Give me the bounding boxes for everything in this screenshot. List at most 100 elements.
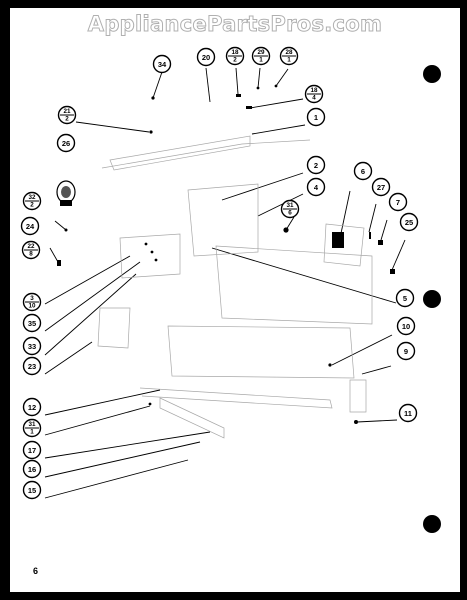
registration-dot [423, 290, 441, 308]
callout-label: 28 [285, 49, 293, 56]
callout-circle [306, 177, 326, 197]
callout-31-6: 316 [280, 199, 300, 219]
callout-1: 1 [306, 107, 326, 127]
leader-line [221, 172, 304, 201]
callout-5: 5 [395, 288, 415, 308]
callout-18-4: 184 [304, 84, 324, 104]
callout-18-2: 182 [225, 46, 245, 66]
leader-line [44, 459, 189, 499]
diagram-page: AppliancePartsPros.com [10, 8, 460, 592]
page-number: 6 [33, 566, 39, 576]
callout-label: 2 [30, 201, 34, 208]
callout-label: 6 [288, 209, 292, 216]
callout-circle [152, 54, 172, 74]
callout-circle [395, 288, 415, 308]
leader-line [339, 190, 351, 239]
center-panel [215, 245, 373, 325]
callout-27: 27 [371, 177, 391, 197]
callout-34: 34 [152, 54, 172, 74]
screw [149, 130, 153, 134]
callout-circle [388, 192, 408, 212]
callout-label: 18 [231, 49, 239, 56]
screw [64, 228, 68, 232]
callout-circle [22, 480, 42, 500]
callout-25: 25 [399, 212, 419, 232]
leader-line [211, 247, 397, 304]
callout-9: 9 [396, 341, 416, 361]
left-bracket [97, 307, 131, 349]
callout-circle [396, 341, 416, 361]
callout-15: 15 [22, 480, 42, 500]
callout-2: 2 [306, 155, 326, 175]
callout-26: 26 [56, 133, 76, 153]
leader-lines [44, 67, 406, 499]
callout-16: 16 [22, 459, 42, 479]
callout-label: 6 [361, 167, 365, 176]
screw [57, 260, 61, 266]
leader-line [380, 219, 388, 241]
callout-circle [22, 459, 42, 479]
callout-24: 24 [20, 216, 40, 236]
leader-line [257, 67, 261, 89]
leader-line [275, 68, 289, 87]
callout-circle [396, 316, 416, 336]
top-panel [109, 135, 251, 171]
screw [256, 86, 260, 90]
callout-35: 35 [22, 313, 42, 333]
callout-label: 4 [312, 94, 316, 101]
callout-23: 23 [22, 356, 42, 376]
callout-11: 11 [398, 403, 418, 423]
callout-circle [22, 313, 42, 333]
callout-label: 1 [30, 428, 34, 435]
callout-label: 31 [286, 202, 294, 209]
screw [369, 232, 371, 239]
callout-label: 7 [396, 198, 400, 207]
leader-line [44, 389, 161, 416]
leader-line [44, 431, 211, 459]
clip [246, 106, 252, 109]
callout-label: 32 [28, 194, 36, 201]
callout-label: 25 [405, 218, 413, 227]
callout-circle [22, 356, 42, 376]
callout-3-10: 310 [22, 292, 42, 312]
callout-label: 33 [28, 342, 36, 351]
screw [283, 227, 289, 233]
leader-line [249, 98, 304, 109]
leader-line [257, 193, 304, 217]
leader-line [44, 273, 137, 356]
screw [274, 84, 278, 88]
callout-circle [306, 107, 326, 127]
screw [148, 402, 152, 406]
callout-4: 4 [306, 177, 326, 197]
callout-6: 6 [353, 161, 373, 181]
screw [154, 258, 158, 262]
leader-line [368, 203, 377, 233]
callout-circle [56, 133, 76, 153]
callout-label: 20 [202, 53, 210, 62]
callout-circle [22, 336, 42, 356]
screw [150, 250, 154, 254]
callout-label: 8 [29, 250, 33, 257]
callout-20: 20 [196, 47, 216, 67]
callout-label: 4 [314, 183, 319, 192]
callout-label: 11 [404, 409, 412, 418]
callout-label: 15 [28, 486, 36, 495]
callout-label: 3 [30, 295, 34, 302]
leader-line [49, 247, 59, 263]
callout-22-8: 228 [21, 240, 41, 260]
leader-line [44, 255, 131, 305]
callout-label: 18 [310, 87, 318, 94]
callout-label: 35 [28, 319, 36, 328]
screw [390, 269, 395, 274]
callout-12: 12 [22, 397, 42, 417]
leader-line [391, 239, 406, 271]
callout-label: 12 [28, 403, 36, 412]
callout-28-1: 281 [279, 46, 299, 66]
callout-label: 26 [62, 139, 70, 148]
callout-circle [20, 216, 40, 236]
callout-label: 2 [233, 56, 237, 63]
bottom-frame [139, 387, 333, 409]
callout-17: 17 [22, 440, 42, 460]
callout-label: 27 [377, 183, 385, 192]
